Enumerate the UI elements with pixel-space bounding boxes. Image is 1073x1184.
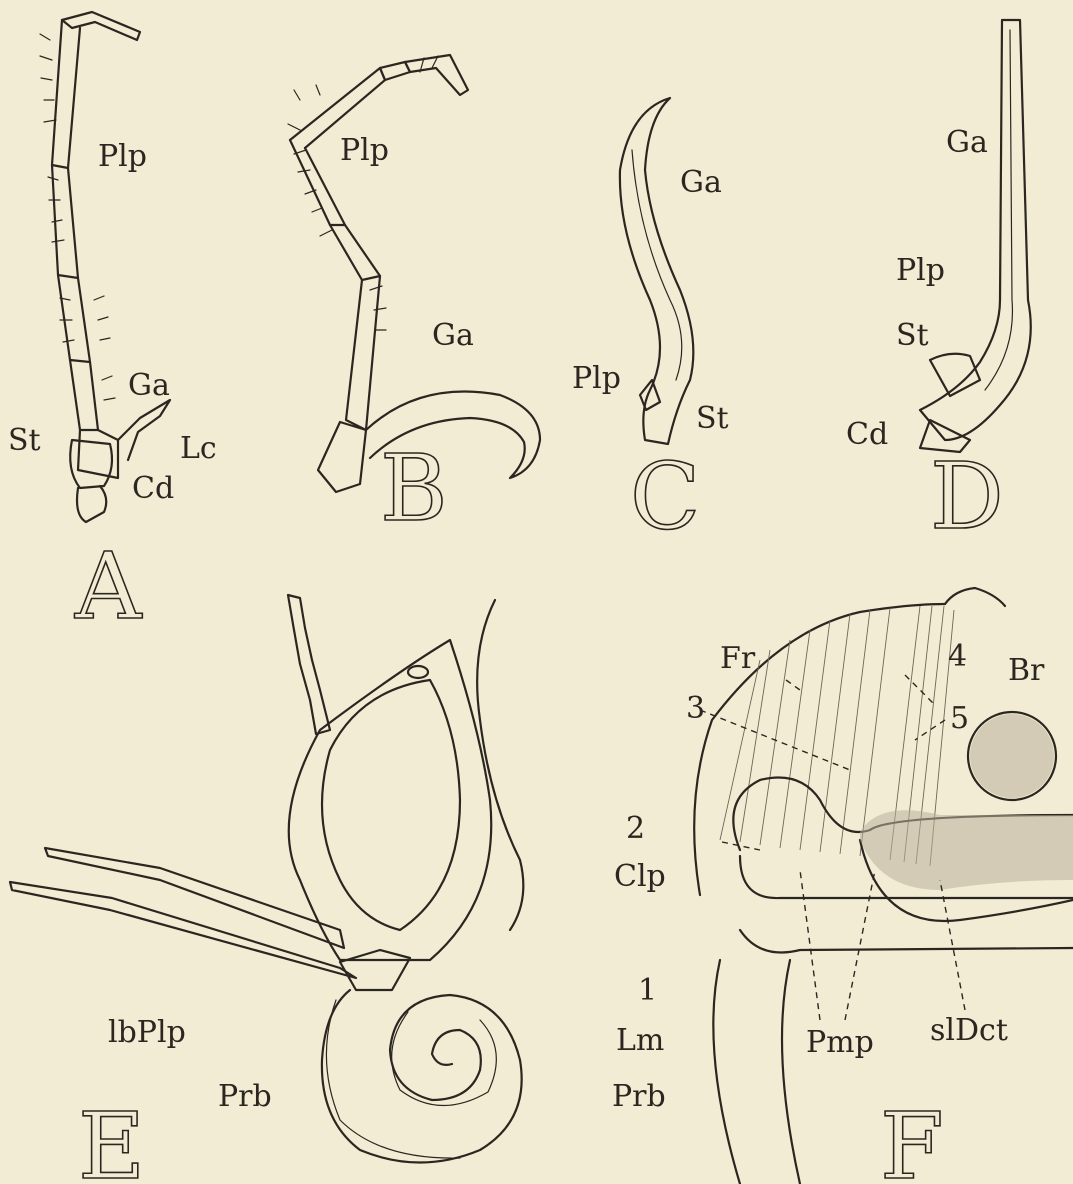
panel-a-maxilla-drawing (40, 12, 170, 522)
panel-f-leader-3 (700, 710, 850, 770)
panel-f-label-clp: Clp (614, 859, 666, 894)
panel-f-leader-sldct (940, 880, 965, 1010)
panel-f-label-br: Br (1008, 653, 1045, 688)
panel-b-label-plp: Plp (340, 133, 389, 168)
panel-f-label-3: 3 (686, 691, 705, 726)
panel-f-leader-4 (905, 675, 935, 705)
panel-d-label-ga: Ga (946, 125, 988, 160)
panel-b-letter: B (380, 435, 448, 542)
panel-a-label-ga: Ga (128, 368, 170, 403)
panel-f-label-sldct: slDct (930, 1013, 1008, 1048)
panel-f-label-pmp: Pmp (806, 1025, 874, 1060)
panel-c-label-st: St (696, 401, 729, 436)
panel-d-label-cd: Cd (846, 417, 888, 452)
panel-d-maxilla-drawing (920, 20, 1031, 452)
panel-f-leader-pmp (800, 870, 875, 1020)
panel-f-label-prb: Prb (612, 1079, 666, 1114)
panel-f-leader-2 (722, 842, 760, 850)
panel-e-label-lbplp: lbPlp (108, 1015, 186, 1050)
panel-d-letter: D (930, 443, 1004, 550)
panel-c-label-plp: Plp (572, 361, 621, 396)
panel-f-label-4: 4 (948, 639, 967, 674)
panel-f: Fr 3 4 5 Br 2 Clp 1 Lm Pmp slDct Prb F (612, 588, 1073, 1184)
panel-f-letter: F (880, 1093, 944, 1184)
panel-a-label-st: St (8, 423, 41, 458)
panel-c: Ga Plp St C (572, 98, 729, 550)
panel-e-label-prb: Prb (218, 1079, 272, 1114)
panel-c-letter: C (630, 443, 700, 550)
panel-b-label-ga: Ga (432, 318, 474, 353)
panel-f-label-5: 5 (950, 701, 969, 736)
panel-e-letter: E (78, 1093, 145, 1184)
panel-c-maxilla-drawing (620, 98, 693, 444)
panel-b-maxilla-drawing (288, 55, 540, 492)
panel-b: Plp Ga B (288, 55, 540, 542)
panel-d-label-plp: Plp (896, 253, 945, 288)
panel-f-label-lm: Lm (616, 1023, 664, 1058)
panel-a-letter: A (74, 533, 143, 640)
panel-d: Ga Plp St Cd D (846, 20, 1031, 550)
panel-f-leader-fr (786, 680, 800, 690)
panel-a-label-cd: Cd (132, 471, 174, 506)
panel-f-label-1: 1 (638, 973, 657, 1008)
panel-a-label-lc: Lc (180, 431, 217, 466)
panel-e-head-drawing (10, 595, 523, 1163)
panel-d-label-st: St (896, 318, 929, 353)
panel-a-label-plp: Plp (98, 139, 147, 174)
panel-a: Plp Ga St Lc Cd A (8, 12, 217, 640)
panel-f-label-fr: Fr (720, 641, 756, 676)
panel-e: lbPlp Prb E (10, 595, 523, 1184)
panel-c-label-ga: Ga (680, 165, 722, 200)
panel-f-label-2: 2 (626, 811, 645, 846)
